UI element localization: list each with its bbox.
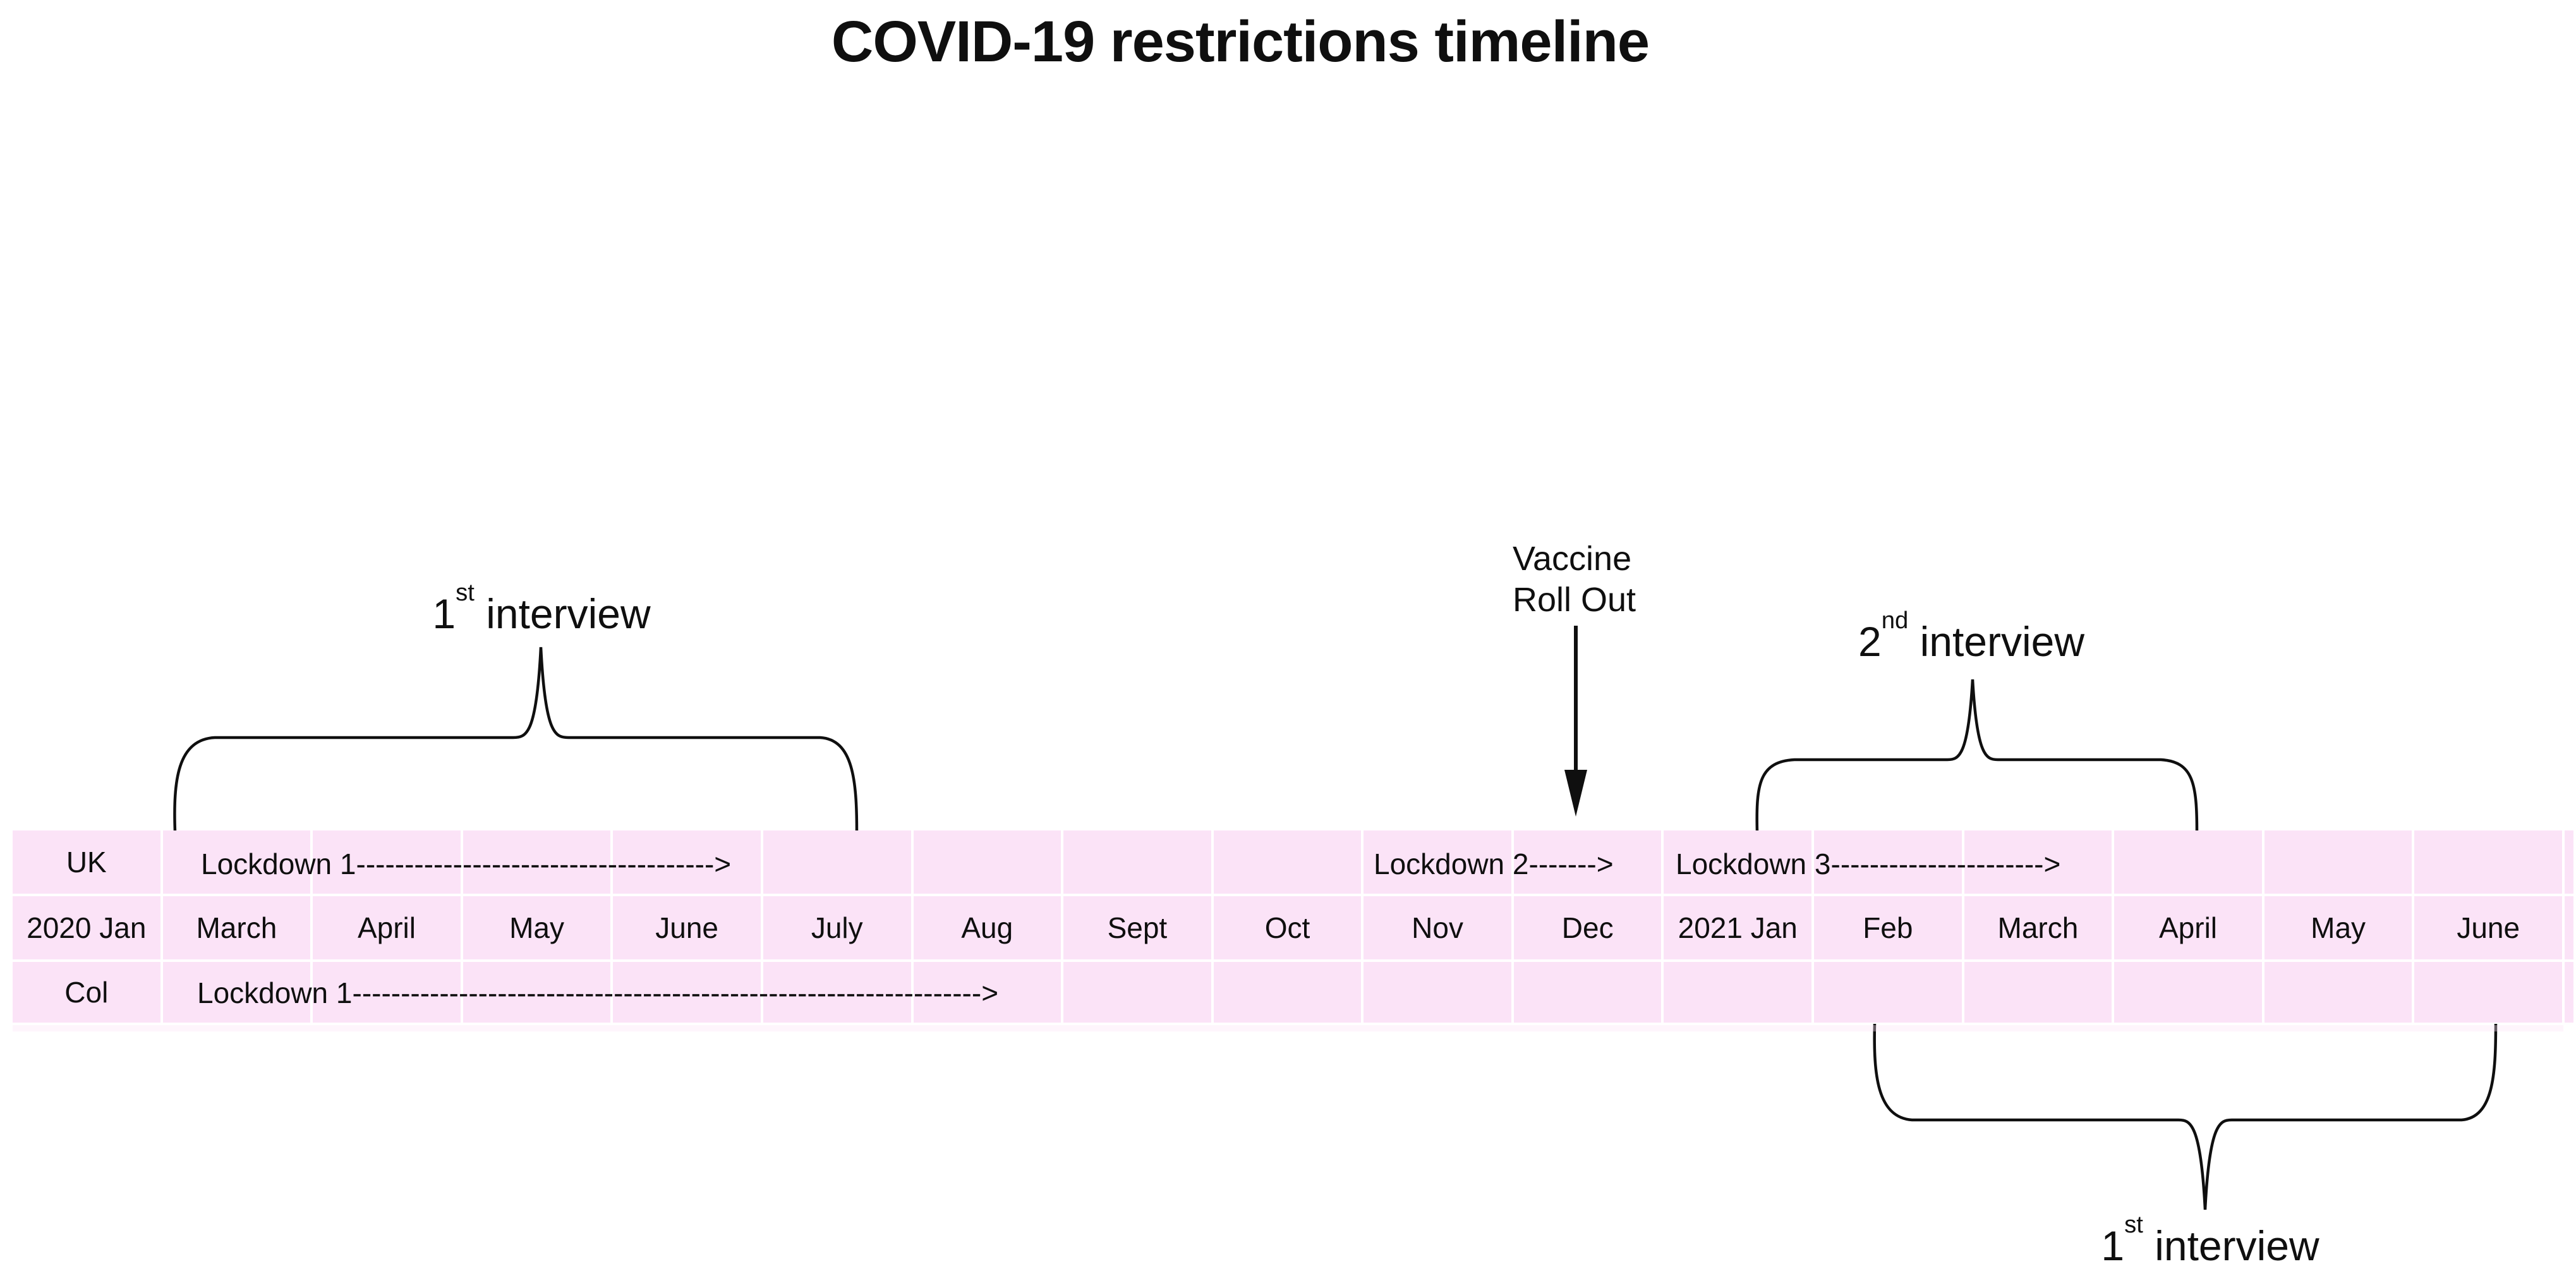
uk-lockdown-2-label: Lockdown 2-------> bbox=[1374, 848, 1614, 880]
vaccine-line-1: Vaccine bbox=[1513, 540, 1632, 578]
ordinal-number: 1 bbox=[432, 590, 456, 637]
uk-row-label-cell: UK bbox=[13, 830, 160, 894]
empty-cell bbox=[613, 830, 761, 894]
second-interview-brace bbox=[1755, 679, 2199, 832]
empty-cell bbox=[913, 830, 1061, 894]
ordinal-number: 2 bbox=[1858, 618, 1882, 665]
empty-cell bbox=[763, 830, 911, 894]
empty-cell bbox=[1063, 830, 1211, 894]
empty-cell bbox=[1964, 962, 2112, 1023]
edge-sliver-cell bbox=[2565, 830, 2573, 894]
empty-cell bbox=[1664, 962, 1812, 1023]
month-cell: April bbox=[2114, 896, 2262, 959]
empty-cell bbox=[1814, 830, 1962, 894]
month-cell: April bbox=[313, 896, 461, 959]
month-cell: June bbox=[2414, 896, 2562, 959]
empty-cell bbox=[763, 962, 911, 1023]
page-title: COVID-19 restrictions timeline bbox=[831, 9, 1650, 74]
interview-text: interview bbox=[474, 590, 651, 637]
interview-text: interview bbox=[1908, 618, 2085, 665]
empty-cell bbox=[1213, 830, 1362, 894]
empty-cell bbox=[2264, 830, 2412, 894]
ordinal-number: 1 bbox=[2101, 1222, 2125, 1269]
empty-cell bbox=[1964, 830, 2112, 894]
empty-cell bbox=[1063, 962, 1211, 1023]
edge-sliver-cell bbox=[2565, 896, 2573, 959]
empty-cell bbox=[1364, 830, 1511, 894]
empty-cell bbox=[2114, 830, 2262, 894]
uk-lockdown-1-label: Lockdown 1------------------------------… bbox=[201, 848, 732, 880]
month-cell: 2021 Jan bbox=[1664, 896, 1812, 959]
ordinal-suffix: st bbox=[456, 578, 475, 606]
month-cell: Oct bbox=[1213, 896, 1362, 959]
first-interview-bottom-label: 1st interview bbox=[2101, 1212, 2319, 1269]
empty-cell bbox=[162, 830, 311, 894]
empty-cell bbox=[313, 830, 461, 894]
month-cell: Dec bbox=[1513, 896, 1662, 959]
month-cell: Nov bbox=[1364, 896, 1511, 959]
month-cell: July bbox=[763, 896, 911, 959]
empty-cell bbox=[463, 962, 611, 1023]
second-interview-label: 2nd interview bbox=[1858, 608, 2085, 665]
empty-cell bbox=[1364, 962, 1511, 1023]
empty-cell bbox=[1213, 962, 1362, 1023]
timeline-table: UK 2020 Jan March April May June July Au… bbox=[13, 830, 2573, 1023]
empty-cell bbox=[162, 962, 311, 1023]
empty-cell bbox=[2114, 962, 2262, 1023]
empty-cell bbox=[1513, 830, 1662, 894]
month-cell: Feb bbox=[1814, 896, 1962, 959]
empty-cell bbox=[913, 962, 1061, 1023]
empty-cell bbox=[2414, 962, 2562, 1023]
month-cell: May bbox=[2264, 896, 2412, 959]
ordinal-suffix: nd bbox=[1881, 606, 1909, 634]
month-cell: Aug bbox=[913, 896, 1061, 959]
month-cell: March bbox=[162, 896, 311, 959]
vaccine-line-2: Roll Out bbox=[1513, 580, 1636, 619]
interview-text: interview bbox=[2143, 1222, 2319, 1269]
first-interview-top-brace bbox=[173, 647, 859, 832]
vaccine-rollout-label: Vaccine Roll Out bbox=[1513, 538, 1636, 621]
empty-cell bbox=[1513, 962, 1662, 1023]
col-lockdown-1-label: Lockdown 1------------------------------… bbox=[197, 976, 999, 1009]
edge-sliver-cell bbox=[2565, 962, 2573, 1023]
empty-cell bbox=[2414, 830, 2562, 894]
vaccine-arrow-head bbox=[1564, 770, 1587, 817]
month-cell: March bbox=[1964, 896, 2112, 959]
table-bottom-shadow bbox=[13, 1025, 2563, 1031]
month-cell: June bbox=[613, 896, 761, 959]
empty-cell bbox=[2264, 962, 2412, 1023]
empty-cell bbox=[1814, 962, 1962, 1023]
uk-lockdown-3-label: Lockdown 3----------------------> bbox=[1676, 848, 2061, 880]
month-cell: May bbox=[463, 896, 611, 959]
empty-cell bbox=[613, 962, 761, 1023]
month-cell: 2020 Jan bbox=[13, 896, 160, 959]
first-interview-top-label: 1st interview bbox=[432, 580, 651, 637]
month-cell: Sept bbox=[1063, 896, 1211, 959]
empty-cell bbox=[313, 962, 461, 1023]
empty-cell bbox=[1664, 830, 1812, 894]
first-interview-bottom-brace bbox=[1873, 1023, 2498, 1210]
col-row-label-cell: Col bbox=[13, 962, 160, 1023]
ordinal-suffix: st bbox=[2124, 1210, 2143, 1238]
empty-cell bbox=[463, 830, 611, 894]
